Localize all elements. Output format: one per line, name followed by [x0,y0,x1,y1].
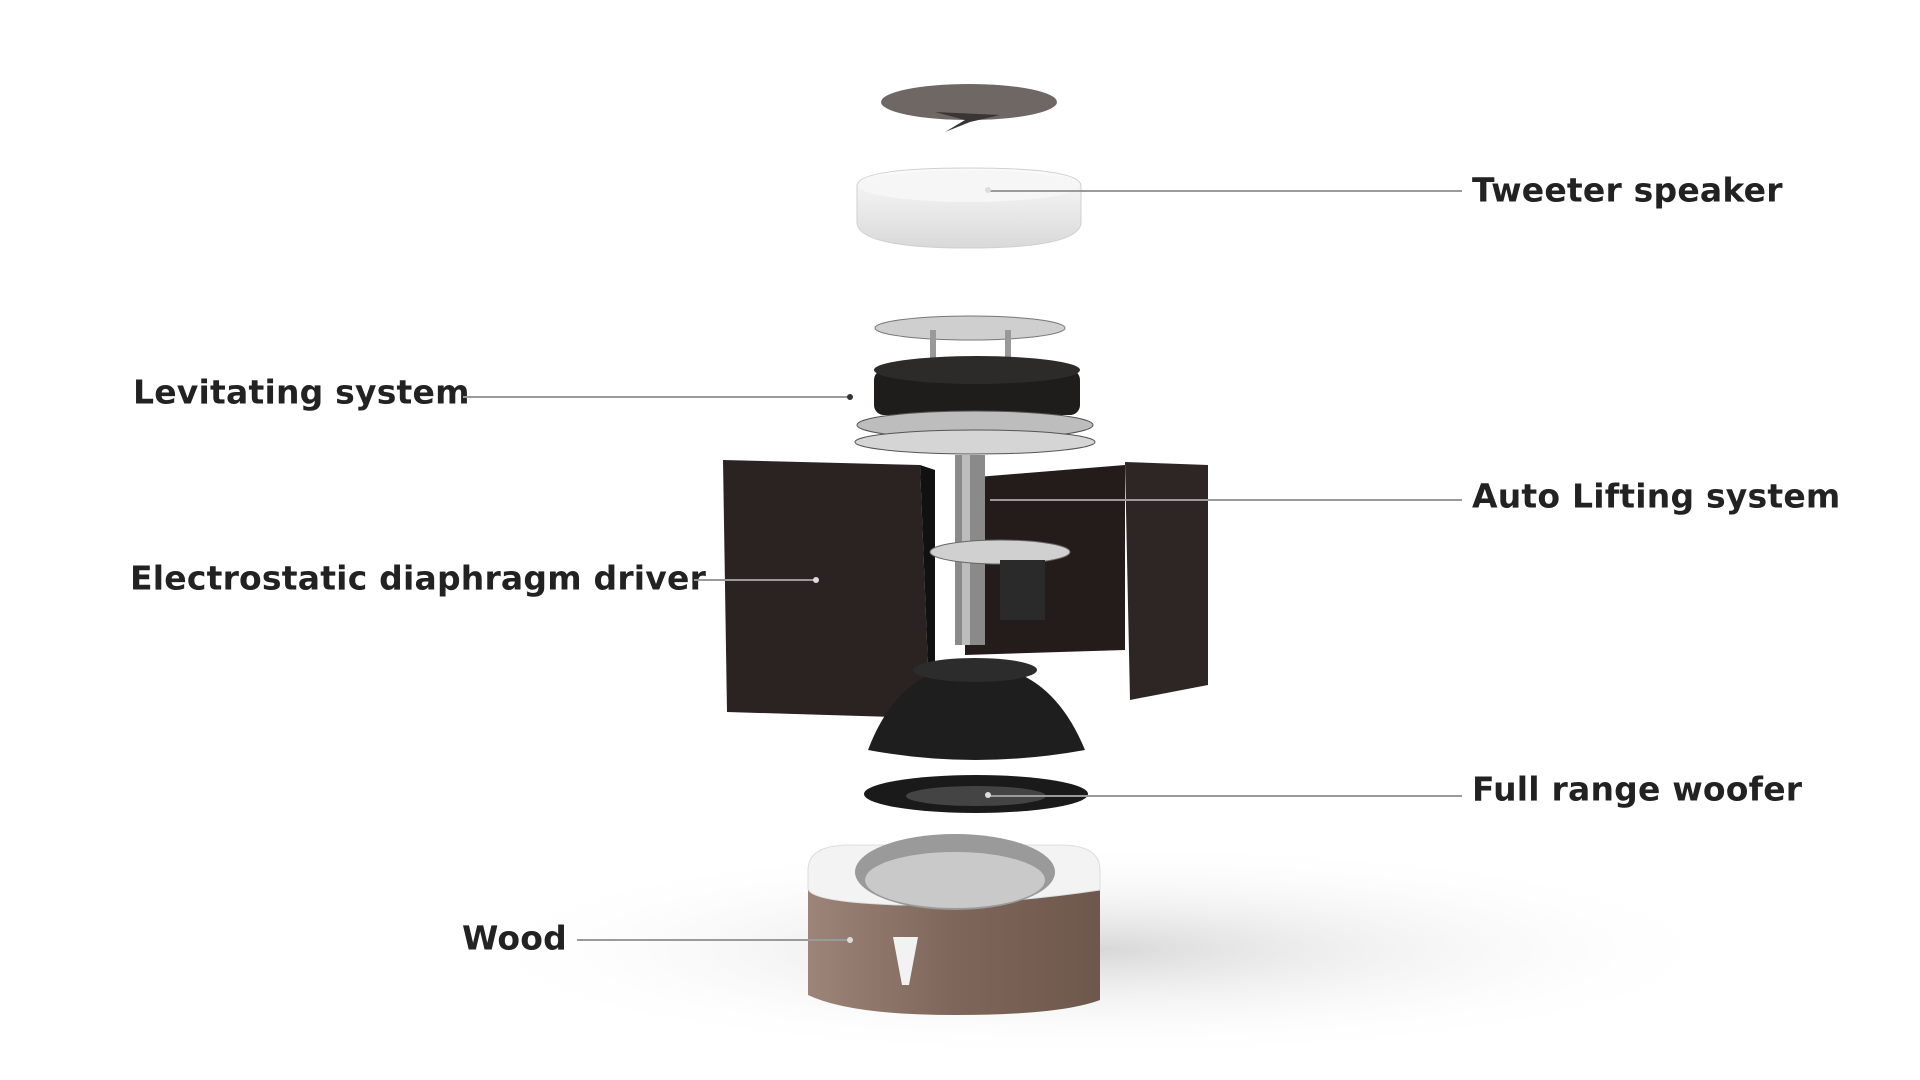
levitating-leader-line [463,396,848,398]
auto-lifting-leader-line [990,499,1462,501]
wood-anchor-dot [847,937,853,943]
tweeter-anchor-dot [985,187,991,193]
levitating-anchor-dot [847,394,853,400]
wood-base [807,834,1101,1015]
woofer [864,658,1088,813]
wood-label: Wood [462,918,567,958]
tweeter-speaker-label: Tweeter speaker [1472,170,1783,210]
electrostatic-driver-label: Electrostatic diaphragm driver [130,558,707,598]
woofer-leader-line [990,795,1462,797]
woofer-anchor-dot [985,792,991,798]
full-range-woofer-label: Full range woofer [1472,769,1803,809]
tweeter-leader-line [990,190,1462,192]
tweeter-speaker [856,167,1082,249]
levitating-system-label: Levitating system [133,372,470,412]
electrostatic-leader-line [694,579,814,581]
auto-lifting-system [929,455,1071,645]
levitating-system [854,315,1096,455]
wood-leader-line [577,939,848,941]
electrostatic-anchor-dot [813,577,819,583]
top-cap [881,84,1057,132]
auto-lifting-system-label: Auto Lifting system [1472,476,1841,516]
logo-mark [893,937,918,985]
